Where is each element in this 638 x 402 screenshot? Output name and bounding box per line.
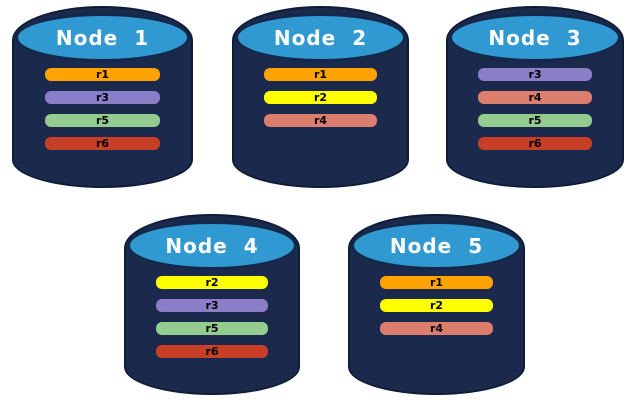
replica-list: r1 r3 r5 r6 xyxy=(12,68,193,160)
replica-bar-r1: r1 xyxy=(263,68,378,81)
replica-bar-r3: r3 xyxy=(44,91,161,104)
replica-bar-r3: r3 xyxy=(478,68,592,81)
database-node: Node 4 r2 r3 r5 r6 xyxy=(124,214,300,395)
cylinder-top-ellipse: Node 4 xyxy=(127,221,297,270)
database-node: Node 1 r1 r3 r5 r6 xyxy=(12,6,193,188)
node-title: Node 1 xyxy=(55,25,150,50)
replica-bar-r1: r1 xyxy=(379,276,494,289)
replica-bar-r4: r4 xyxy=(478,91,592,104)
replica-bar-r6: r6 xyxy=(478,137,592,150)
replica-bar-r5: r5 xyxy=(155,322,269,335)
replica-list: r2 r3 r5 r6 xyxy=(124,276,300,368)
replica-bar-r5: r5 xyxy=(478,114,592,127)
replica-bar-r6: r6 xyxy=(155,345,269,358)
replica-bar-r2: r2 xyxy=(155,276,269,289)
replica-bar-r3: r3 xyxy=(155,299,269,312)
node-title: Node 2 xyxy=(273,25,368,50)
database-node: Node 5 r1 r2 r4 xyxy=(348,214,525,395)
database-node: Node 2 r1 r2 r4 xyxy=(232,6,409,188)
node-title: Node 4 xyxy=(165,233,259,258)
cylinder-top-ellipse: Node 1 xyxy=(15,13,190,62)
node-title: Node 5 xyxy=(389,233,484,258)
replica-list: r3 r4 r5 r6 xyxy=(446,68,624,160)
cylinder-top-ellipse: Node 3 xyxy=(449,13,621,62)
replica-list: r1 r2 r4 xyxy=(348,276,525,345)
cylinder-top-ellipse: Node 2 xyxy=(235,13,406,62)
replica-bar-r2: r2 xyxy=(379,299,494,312)
replica-bar-r4: r4 xyxy=(379,322,494,335)
replica-bar-r1: r1 xyxy=(44,68,161,81)
database-node: Node 3 r3 r4 r5 r6 xyxy=(446,6,624,188)
replica-bar-r2: r2 xyxy=(263,91,378,104)
replica-bar-r6: r6 xyxy=(44,137,161,150)
replica-bar-r4: r4 xyxy=(263,114,378,127)
cylinder-top-ellipse: Node 5 xyxy=(351,221,522,270)
replica-bar-r5: r5 xyxy=(44,114,161,127)
node-title: Node 3 xyxy=(488,25,582,50)
replica-list: r1 r2 r4 xyxy=(232,68,409,137)
